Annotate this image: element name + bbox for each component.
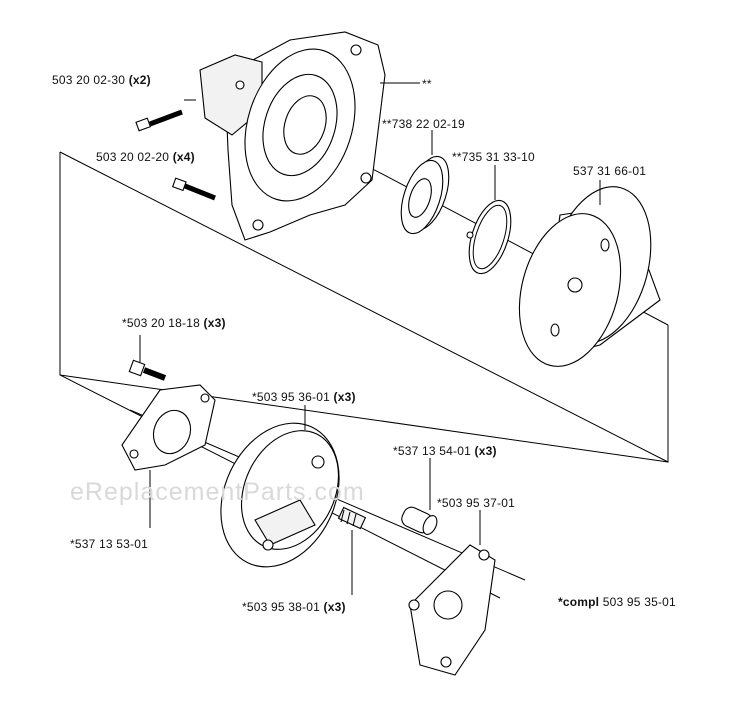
part-label: **738 22 02-19 (382, 117, 465, 131)
bolt-503-20-18-18-drawing (128, 359, 167, 381)
spring-drawing (337, 506, 367, 530)
sleeve-drawing (401, 506, 438, 535)
part-label: ** (422, 77, 432, 91)
crankcase-housing (199, 31, 386, 241)
clutch-drum-drawing (518, 186, 661, 367)
circlip-drawing (466, 199, 512, 275)
screw-503-20-02-20-drawing (171, 177, 216, 201)
part-label: *503 95 37-01 (437, 496, 515, 510)
part-label: 537 31 66-01 (573, 164, 647, 178)
screw-503-20-02-30-drawing (135, 109, 183, 132)
part-label: *503 95 38-01 (x3) (242, 600, 346, 614)
assembly-note: *compl 503 95 35-01 (558, 595, 676, 609)
part-label: *537 13 54-01 (x3) (393, 444, 497, 458)
part-label: *503 20 18-18 (x3) (122, 316, 226, 330)
plate-drawing (121, 384, 216, 471)
part-label: 503 20 02-20 (x4) (96, 150, 195, 164)
part-label: *537 13 53-01 (70, 537, 148, 551)
seal-drawing (400, 155, 450, 235)
part-label: *503 95 36-01 (x3) (252, 390, 356, 404)
hub-plate-drawing (408, 544, 496, 676)
clutch-shoe-drawing (220, 422, 340, 568)
part-label: **735 31 33-10 (452, 150, 535, 164)
part-label: 503 20 02-30 (x2) (52, 73, 151, 87)
watermark: eReplacementParts.com (70, 478, 365, 506)
